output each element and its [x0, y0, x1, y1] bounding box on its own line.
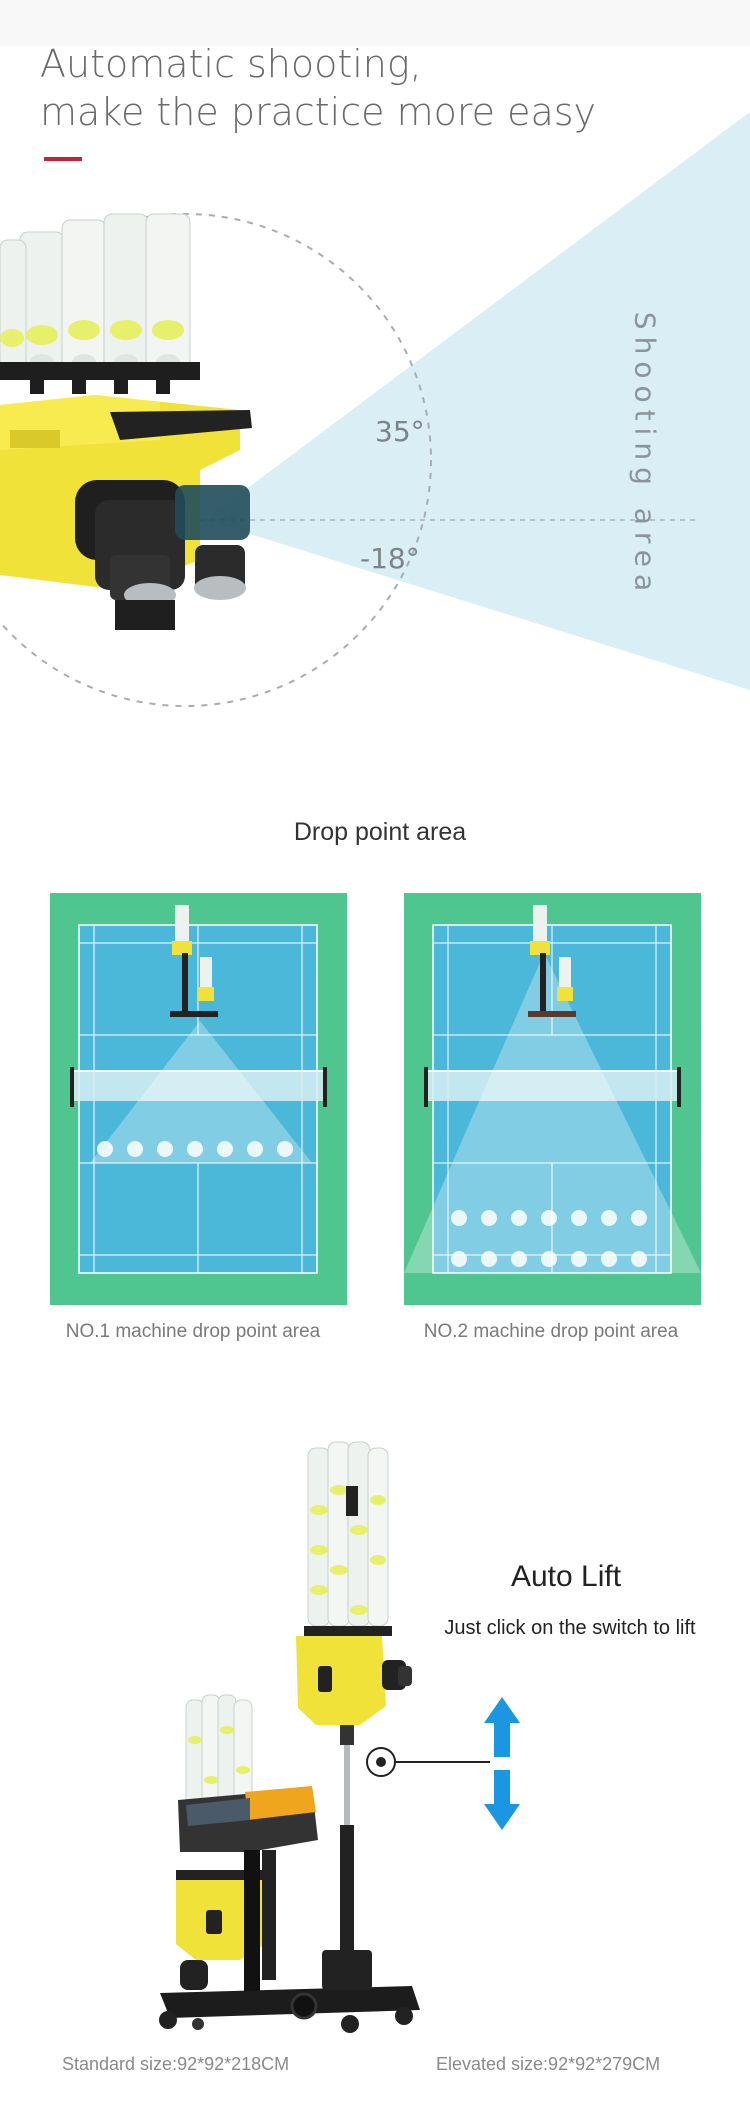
court-no1-caption: NO.1 machine drop point area — [65, 1321, 321, 1342]
headline: Automatic shooting, make the practice mo… — [40, 40, 596, 136]
auto-lift-illustration — [159, 1441, 520, 2033]
angle-circle — [0, 213, 432, 707]
angle-down-label: -18° — [360, 542, 420, 575]
machine-base — [159, 1950, 420, 2033]
headline-line-1: Automatic shooting, — [40, 42, 422, 86]
tall-machine-tubes — [304, 1441, 392, 1636]
headline-line-2: make the practice more easy — [40, 90, 597, 134]
shuttle-tubes — [0, 213, 200, 394]
short-machine — [176, 1694, 318, 2000]
drop-point-title: Drop point area — [293, 818, 467, 846]
tall-machine-head — [296, 1636, 412, 1745]
brand-logo-mark — [346, 1486, 358, 1516]
court-no2 — [404, 893, 701, 1305]
auto-lift-title: Auto Lift — [510, 1560, 622, 1593]
auto-lift-subtitle: Just click on the switch to lift — [444, 1617, 696, 1639]
lift-arrows — [484, 1697, 520, 1830]
court-no2-caption: NO.2 machine drop point area — [423, 1321, 679, 1342]
lift-inner-pole — [344, 1745, 350, 1825]
shooting-illustration — [0, 112, 750, 707]
shooting-area-wedge — [205, 112, 750, 690]
launcher-head — [75, 480, 250, 630]
court-no2-diagram — [404, 893, 701, 1305]
elevated-size-caption: Elevated size:92*92*279CM — [436, 2054, 661, 2074]
top-bar — [0, 0, 750, 46]
court-no1 — [50, 893, 347, 1305]
angle-up-label: 35° — [375, 415, 425, 448]
shooting-area-label: Shooting area — [628, 311, 662, 599]
shooting-section: Automatic shooting, make the practice mo… — [0, 0, 750, 760]
court-no1-diagram — [50, 893, 347, 1305]
accent-line — [44, 157, 82, 161]
standard-size-caption: Standard size:92*92*218CM — [62, 2054, 290, 2074]
